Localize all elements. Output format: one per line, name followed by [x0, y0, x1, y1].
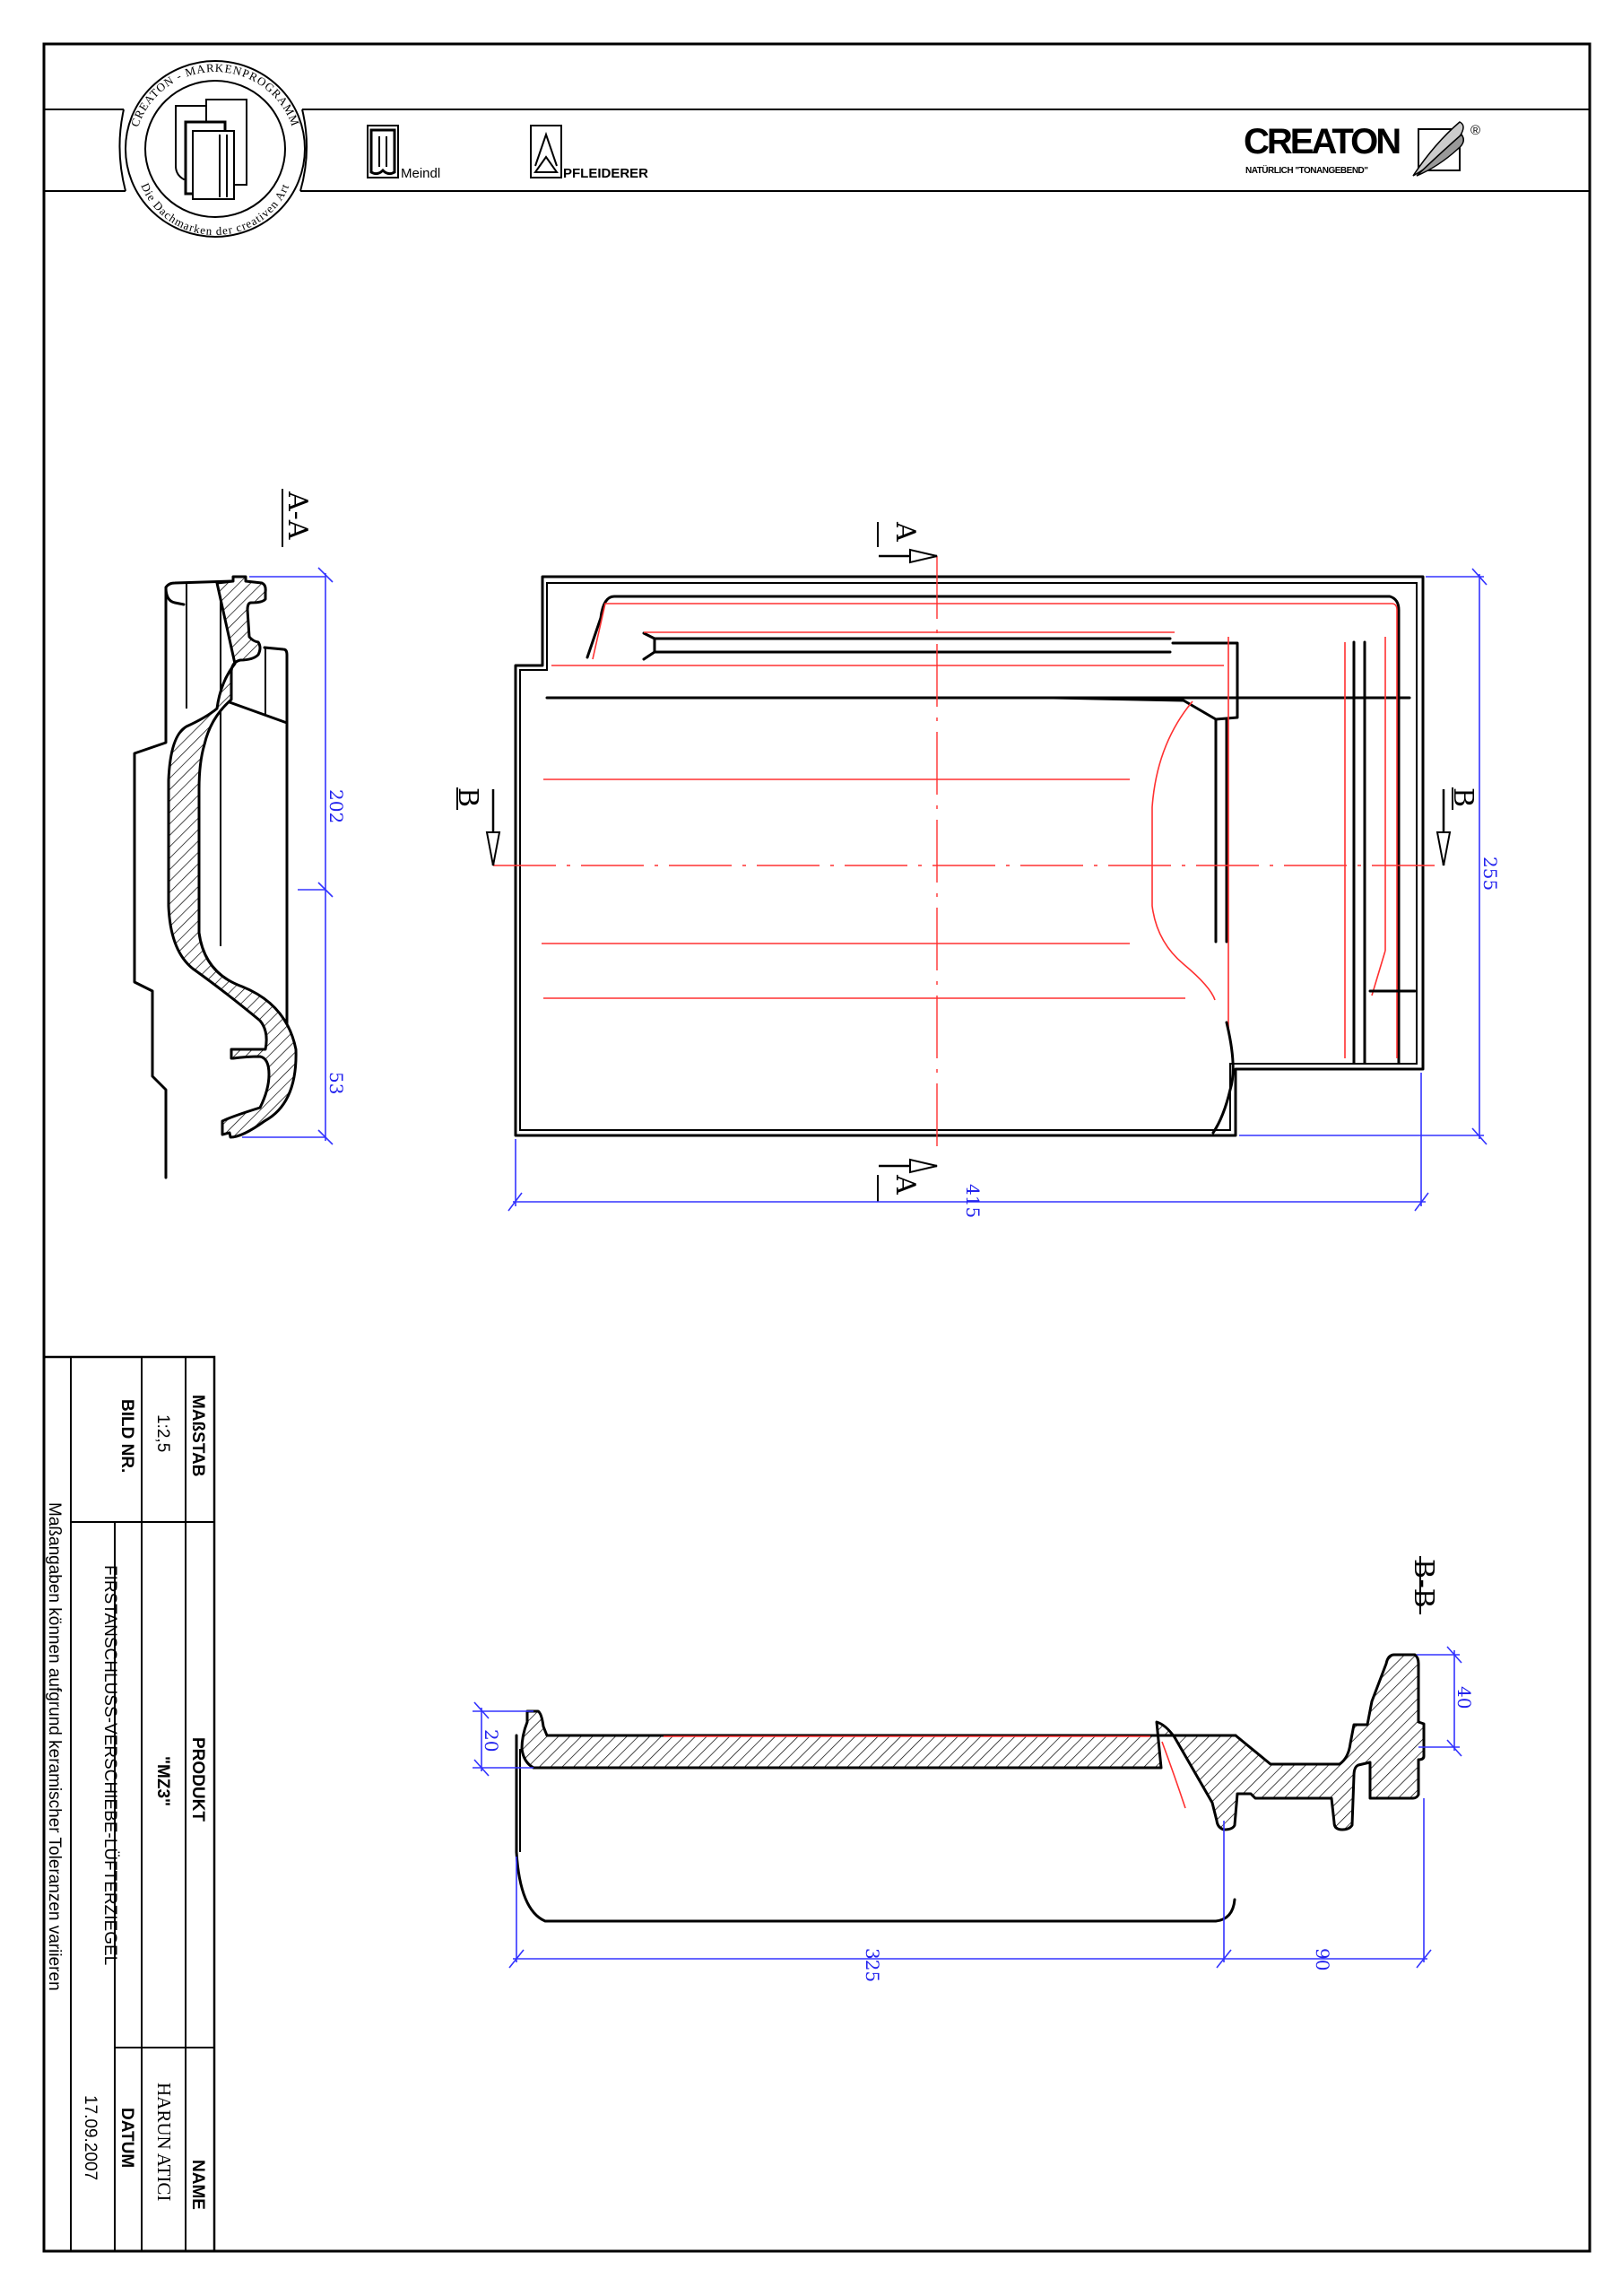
image-number-label: BILD NR.	[117, 1399, 136, 1473]
cut-b-left-label: B	[452, 787, 483, 807]
sheet-frame	[42, 42, 1592, 2253]
creaton-wordmark: CREATON	[1244, 122, 1400, 161]
title-block: MAßSTAB 1:2,5 BILD NR. PRODUKT "MZ3" FIR…	[42, 1355, 216, 2253]
product-description: FIRSTANSCHLUSS-VERSCHIEBE-LÜFTERZIEGEL	[100, 1565, 119, 1965]
creaton-tagline: NATÜRLICH "TONANGEBEND"	[1245, 164, 1368, 176]
dim-202: 202	[325, 789, 347, 823]
dim-53: 53	[325, 1072, 347, 1094]
product-label: PRODUKT	[188, 1737, 207, 1822]
section-a-a-label: A-A	[282, 491, 313, 540]
registered-mark: ®	[1470, 123, 1480, 138]
creaton-seal-logo: CREATON - MARKENPROGRAMM Die Dachmarken …	[125, 60, 306, 238]
product-value: "MZ3"	[153, 1756, 172, 1806]
section-b-b-label: B-B	[1408, 1559, 1439, 1608]
dim-20: 20	[481, 1729, 502, 1752]
meindl-brand-name: Meindl	[401, 166, 440, 181]
cut-marker-b-right: B	[1436, 787, 1479, 866]
tolerance-note: Maßangaben können aufgrund keramischer T…	[45, 1502, 64, 1991]
section-b-b: B-B 20 40 325 90	[473, 1556, 1475, 1982]
meindl-logo: Meindl	[367, 125, 440, 181]
name-label: NAME	[188, 2160, 207, 2210]
cut-a-top-label: A	[889, 521, 921, 542]
dim-40: 40	[1453, 1686, 1475, 1709]
creaton-main-logo: CREATON NATÜRLICH "TONANGEBEND" ®	[1244, 121, 1480, 177]
dim-325: 325	[862, 1948, 883, 1982]
scale-value: 1:2,5	[153, 1414, 172, 1452]
section-a-a: A-A 202 53	[133, 489, 347, 1179]
date-value: 17.09.2007	[81, 2095, 100, 2180]
date-label: DATUM	[117, 2108, 136, 2168]
cut-marker-a-bottom: A	[877, 1158, 938, 1202]
name-value: HARUN ATICI	[153, 2083, 175, 2201]
cut-marker-a-top: A	[877, 521, 938, 564]
pfleiderer-logo: PFLEIDERER	[530, 125, 648, 181]
dim-255: 255	[1479, 857, 1501, 891]
cut-b-right-label: B	[1447, 787, 1479, 807]
roof-tiles-icon	[175, 99, 247, 200]
dim-90: 90	[1312, 1948, 1333, 1970]
scale-label: MAßSTAB	[188, 1395, 207, 1476]
pfleiderer-brand-name: PFLEIDERER	[563, 166, 648, 181]
plan-view: A A B B 255 41	[452, 521, 1501, 1218]
cut-marker-b-left: B	[452, 787, 501, 866]
dim-415: 415	[962, 1184, 984, 1218]
cut-a-bottom-label: A	[889, 1174, 921, 1195]
header-band	[44, 109, 1590, 192]
